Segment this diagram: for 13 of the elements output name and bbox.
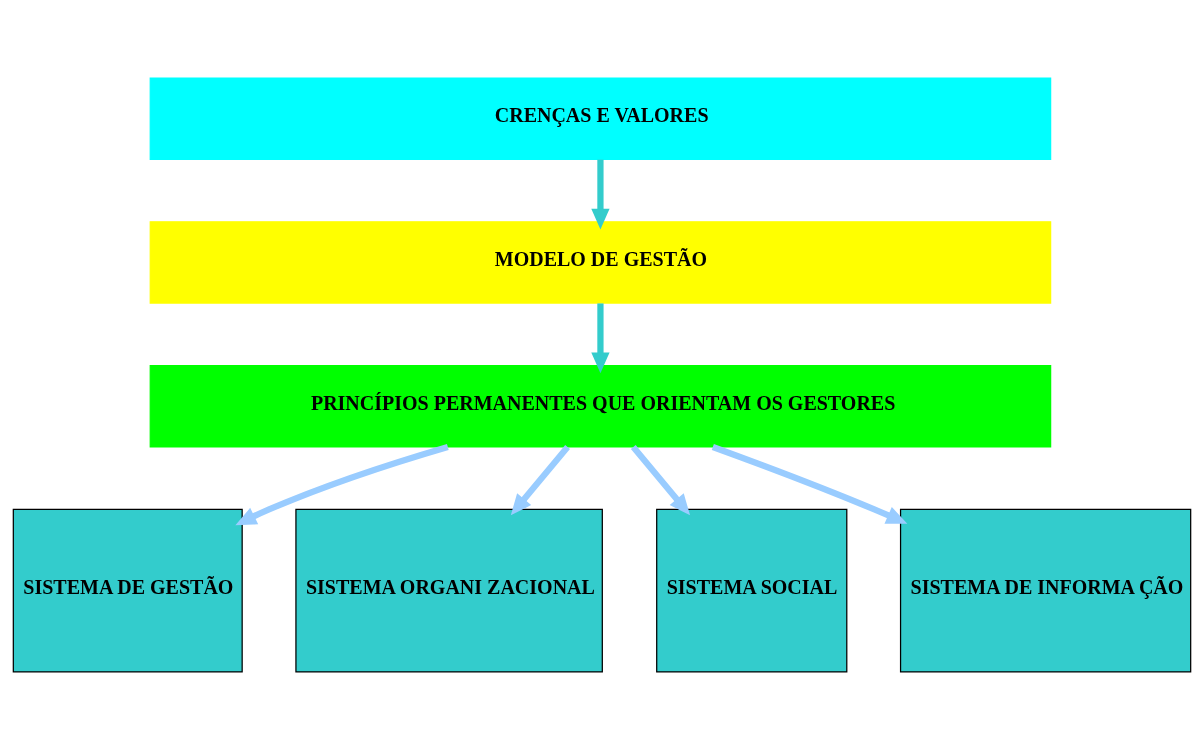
arrow	[630, 444, 691, 515]
node-box: SISTEMA DE INFORMA ÇÃO	[899, 508, 1192, 673]
node-box: PRINCÍPIOS PERMANENTES QUE ORIENTAM OS GESTORES	[149, 364, 1052, 448]
node-box: SISTEMA SOCIAL	[656, 508, 848, 673]
node-box: SISTEMA ORGANI ZACIONAL	[295, 508, 603, 673]
node-box: MODELO DE GESTÃO	[149, 220, 1052, 304]
arrow	[235, 443, 449, 525]
arrow	[510, 444, 570, 515]
node-box: CRENÇAS E VALORES	[149, 76, 1052, 160]
arrow	[591, 302, 610, 373]
node-box: SISTEMA DE GESTÃO	[12, 508, 243, 673]
arrow	[591, 159, 610, 230]
arrow	[711, 443, 908, 524]
